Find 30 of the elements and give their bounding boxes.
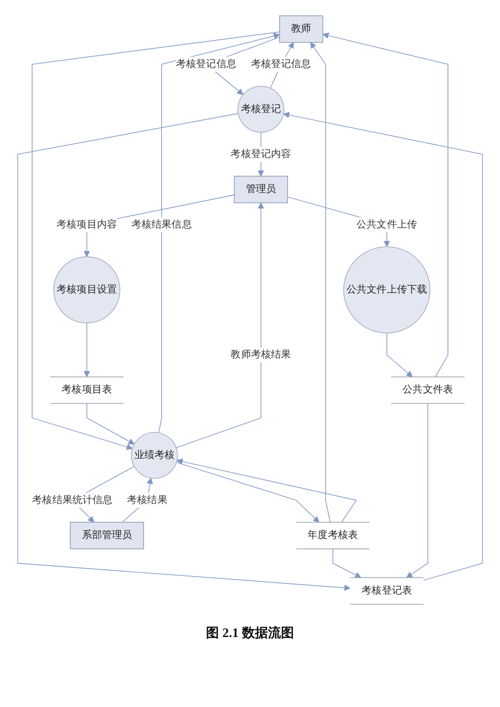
arrow <box>86 403 134 444</box>
arrow <box>84 194 235 258</box>
edge-label: 考核项目内容 <box>56 219 117 230</box>
arrow <box>310 42 330 523</box>
arrow <box>176 202 264 448</box>
arrow <box>386 332 412 378</box>
edge-label: 公共文件上传 <box>356 219 417 230</box>
arrow <box>283 112 483 581</box>
arrow <box>176 458 357 523</box>
arrow <box>406 403 428 578</box>
node-circle: 考核登记 <box>237 86 284 133</box>
node-circle: 公共文件上传下载 <box>343 246 430 334</box>
node-box: 管理员 <box>234 176 288 204</box>
edge-label: 考核登记内容 <box>230 148 292 160</box>
edge-label: 考核登记信息 <box>250 58 312 70</box>
arrow <box>84 322 90 378</box>
edge-label: 考核结果统计信息 <box>32 494 113 506</box>
arrow <box>17 113 350 591</box>
node-circle: 考核项目设置 <box>53 256 120 324</box>
edge-label: 考核结果信息 <box>131 219 192 230</box>
edge-label: 考核登记信息 <box>176 58 236 70</box>
edge-label: 教师考核结果 <box>230 350 292 360</box>
node-box: 教师 <box>279 15 324 43</box>
arrow <box>176 462 320 523</box>
edge-label: 考核结果 <box>126 494 168 506</box>
node-box: 系部管理员 <box>70 522 144 550</box>
figure-caption: 图 2.1 数据流图 <box>206 624 294 642</box>
arrow <box>322 32 448 378</box>
arrow <box>332 548 362 578</box>
node-circle: 业绩考核 <box>130 432 178 479</box>
